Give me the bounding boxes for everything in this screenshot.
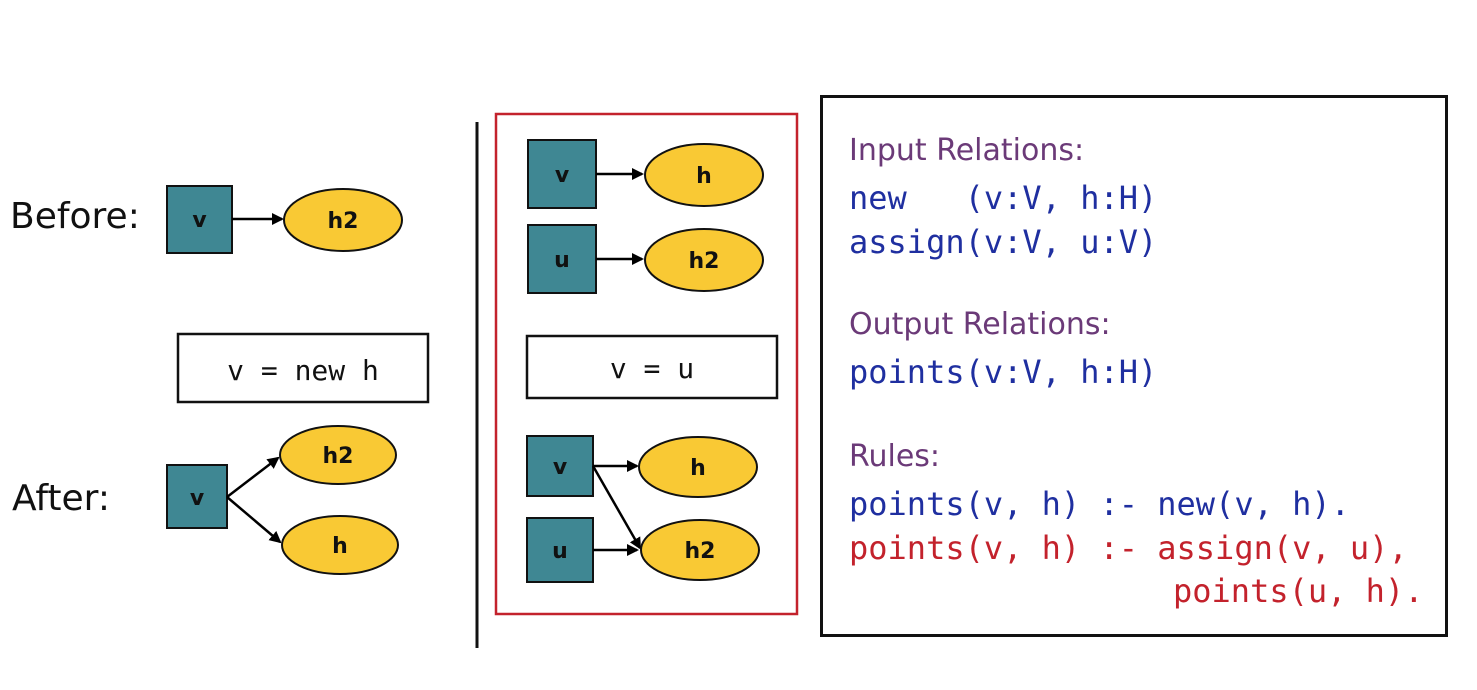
before-label: Before: [10,196,140,237]
before-heap-node [283,188,403,252]
after-label: After: [12,478,110,519]
mid-statement-text: v = u [610,352,694,385]
mid-before-heap2-node [644,228,764,292]
after-heap-bottom-node [281,515,399,575]
mid-after-heap2-label: h2 [685,539,716,564]
before-heap-label: h2 [328,209,359,234]
rule-assign-line2: points(u, h). [1173,572,1424,610]
rule-assign-line1: points(v, h) :- assign(v, u), [849,529,1408,567]
mid-before-var2-node [527,224,597,294]
input-relation-new: new (v:V, h:H) [849,179,1158,217]
mid-after-edge-cross [591,465,642,550]
before-var-label: v [192,208,207,233]
mid-after-var1-node [526,435,594,497]
after-var-node [166,464,228,529]
mid-after-var1-label: v [553,455,568,480]
datalog-spec-panel: Input Relations: new (v:V, h:H) assign(v… [820,95,1448,637]
mid-after-heap2-node [640,519,760,581]
left-statement-text: v = new h [227,354,379,387]
after-var-label: v [190,486,205,511]
output-relations-heading: Output Relations: [849,307,1111,342]
after-heap-top-node [279,425,397,485]
mid-before-heap1-node [644,143,764,207]
mid-before-var1-node [527,139,597,209]
mid-after-var2-label: u [552,539,568,564]
after-edge-top [226,456,280,498]
after-heap-bottom-label: h [332,534,348,559]
mid-after-heap1-node [638,436,758,498]
rule-new: points(v, h) :- new(v, h). [849,485,1350,523]
left-statement-box [176,332,430,404]
input-relation-assign: assign(v:V, u:V) [849,223,1158,261]
output-relation-points: points(v:V, h:H) [849,353,1158,391]
assign-rule-highlight-box [494,112,799,616]
mid-before-heap2-label: h2 [689,249,720,274]
before-var-node [166,185,233,254]
rules-heading: Rules: [849,439,941,474]
input-relations-heading: Input Relations: [849,133,1085,168]
mid-before-var1-label: v [555,163,570,188]
mid-before-heap1-label: h [696,164,712,189]
mid-statement-box [525,334,779,400]
mid-after-heap1-label: h [690,456,706,481]
after-edge-bottom [226,496,282,544]
mid-before-var2-label: u [554,248,570,273]
after-heap-top-label: h2 [323,444,354,469]
